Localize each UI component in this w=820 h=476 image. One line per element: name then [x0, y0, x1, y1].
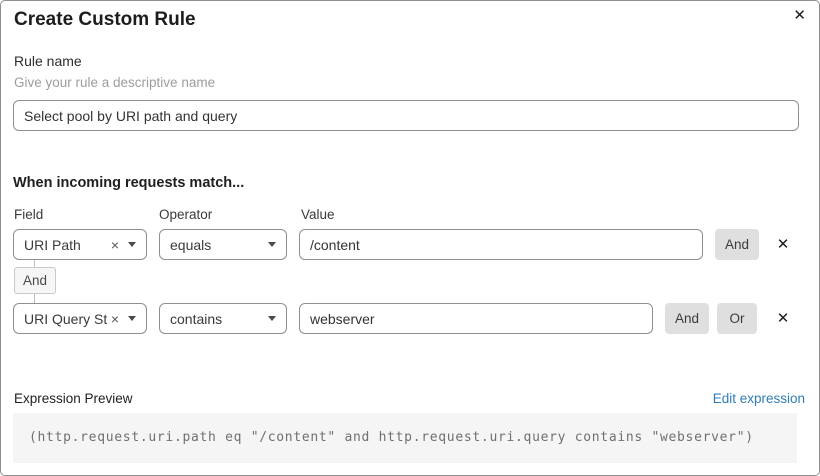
chevron-down-icon: [268, 316, 276, 321]
remove-row1-icon[interactable]: ✕: [770, 229, 796, 260]
close-icon[interactable]: ✕: [793, 7, 806, 24]
clear-selection-icon[interactable]: ×: [110, 236, 119, 253]
operator-select-row2[interactable]: contains: [159, 303, 287, 334]
expression-preview-block: (http.request.uri.path eq "/content" and…: [13, 413, 797, 463]
and-button-row1[interactable]: And: [715, 229, 759, 260]
value-column-label: Value: [301, 207, 335, 222]
rule-name-hint: Give your rule a descriptive name: [14, 75, 216, 90]
chevron-down-icon: [268, 242, 276, 247]
remove-row2-icon[interactable]: ✕: [770, 303, 796, 334]
operator-select-row1-value: equals: [170, 236, 212, 253]
field-select-row1-value: URI Path: [24, 236, 81, 253]
field-select-row2-value: URI Query St...: [24, 310, 107, 327]
field-select-row1[interactable]: URI Path ×: [13, 229, 147, 260]
rule-name-label: Rule name: [14, 53, 82, 69]
expression-preview-label: Expression Preview: [14, 391, 133, 406]
field-select-row2[interactable]: URI Query St... ×: [13, 303, 147, 334]
clear-selection-icon[interactable]: ×: [110, 310, 119, 327]
value-input-row2[interactable]: [299, 303, 653, 334]
connector-line-bottom: [34, 294, 35, 303]
rule-name-input[interactable]: [13, 100, 799, 131]
dialog-title: Create Custom Rule: [14, 9, 196, 30]
operator-select-row1[interactable]: equals: [159, 229, 287, 260]
edit-expression-link[interactable]: Edit expression: [712, 391, 805, 406]
value-input-row1[interactable]: [299, 229, 703, 260]
and-button-row2[interactable]: And: [665, 303, 709, 334]
operator-select-row2-value: contains: [170, 310, 223, 327]
operator-column-label: Operator: [159, 207, 213, 222]
and-connector-badge: And: [14, 267, 56, 294]
chevron-down-icon: [128, 316, 136, 321]
expression-preview-text: (http.request.uri.path eq "/content" and…: [29, 430, 754, 445]
field-column-label: Field: [14, 207, 44, 222]
match-heading: When incoming requests match...: [13, 175, 245, 191]
or-button-row2[interactable]: Or: [717, 303, 757, 334]
connector-line-top: [34, 260, 35, 267]
chevron-down-icon: [128, 242, 136, 247]
